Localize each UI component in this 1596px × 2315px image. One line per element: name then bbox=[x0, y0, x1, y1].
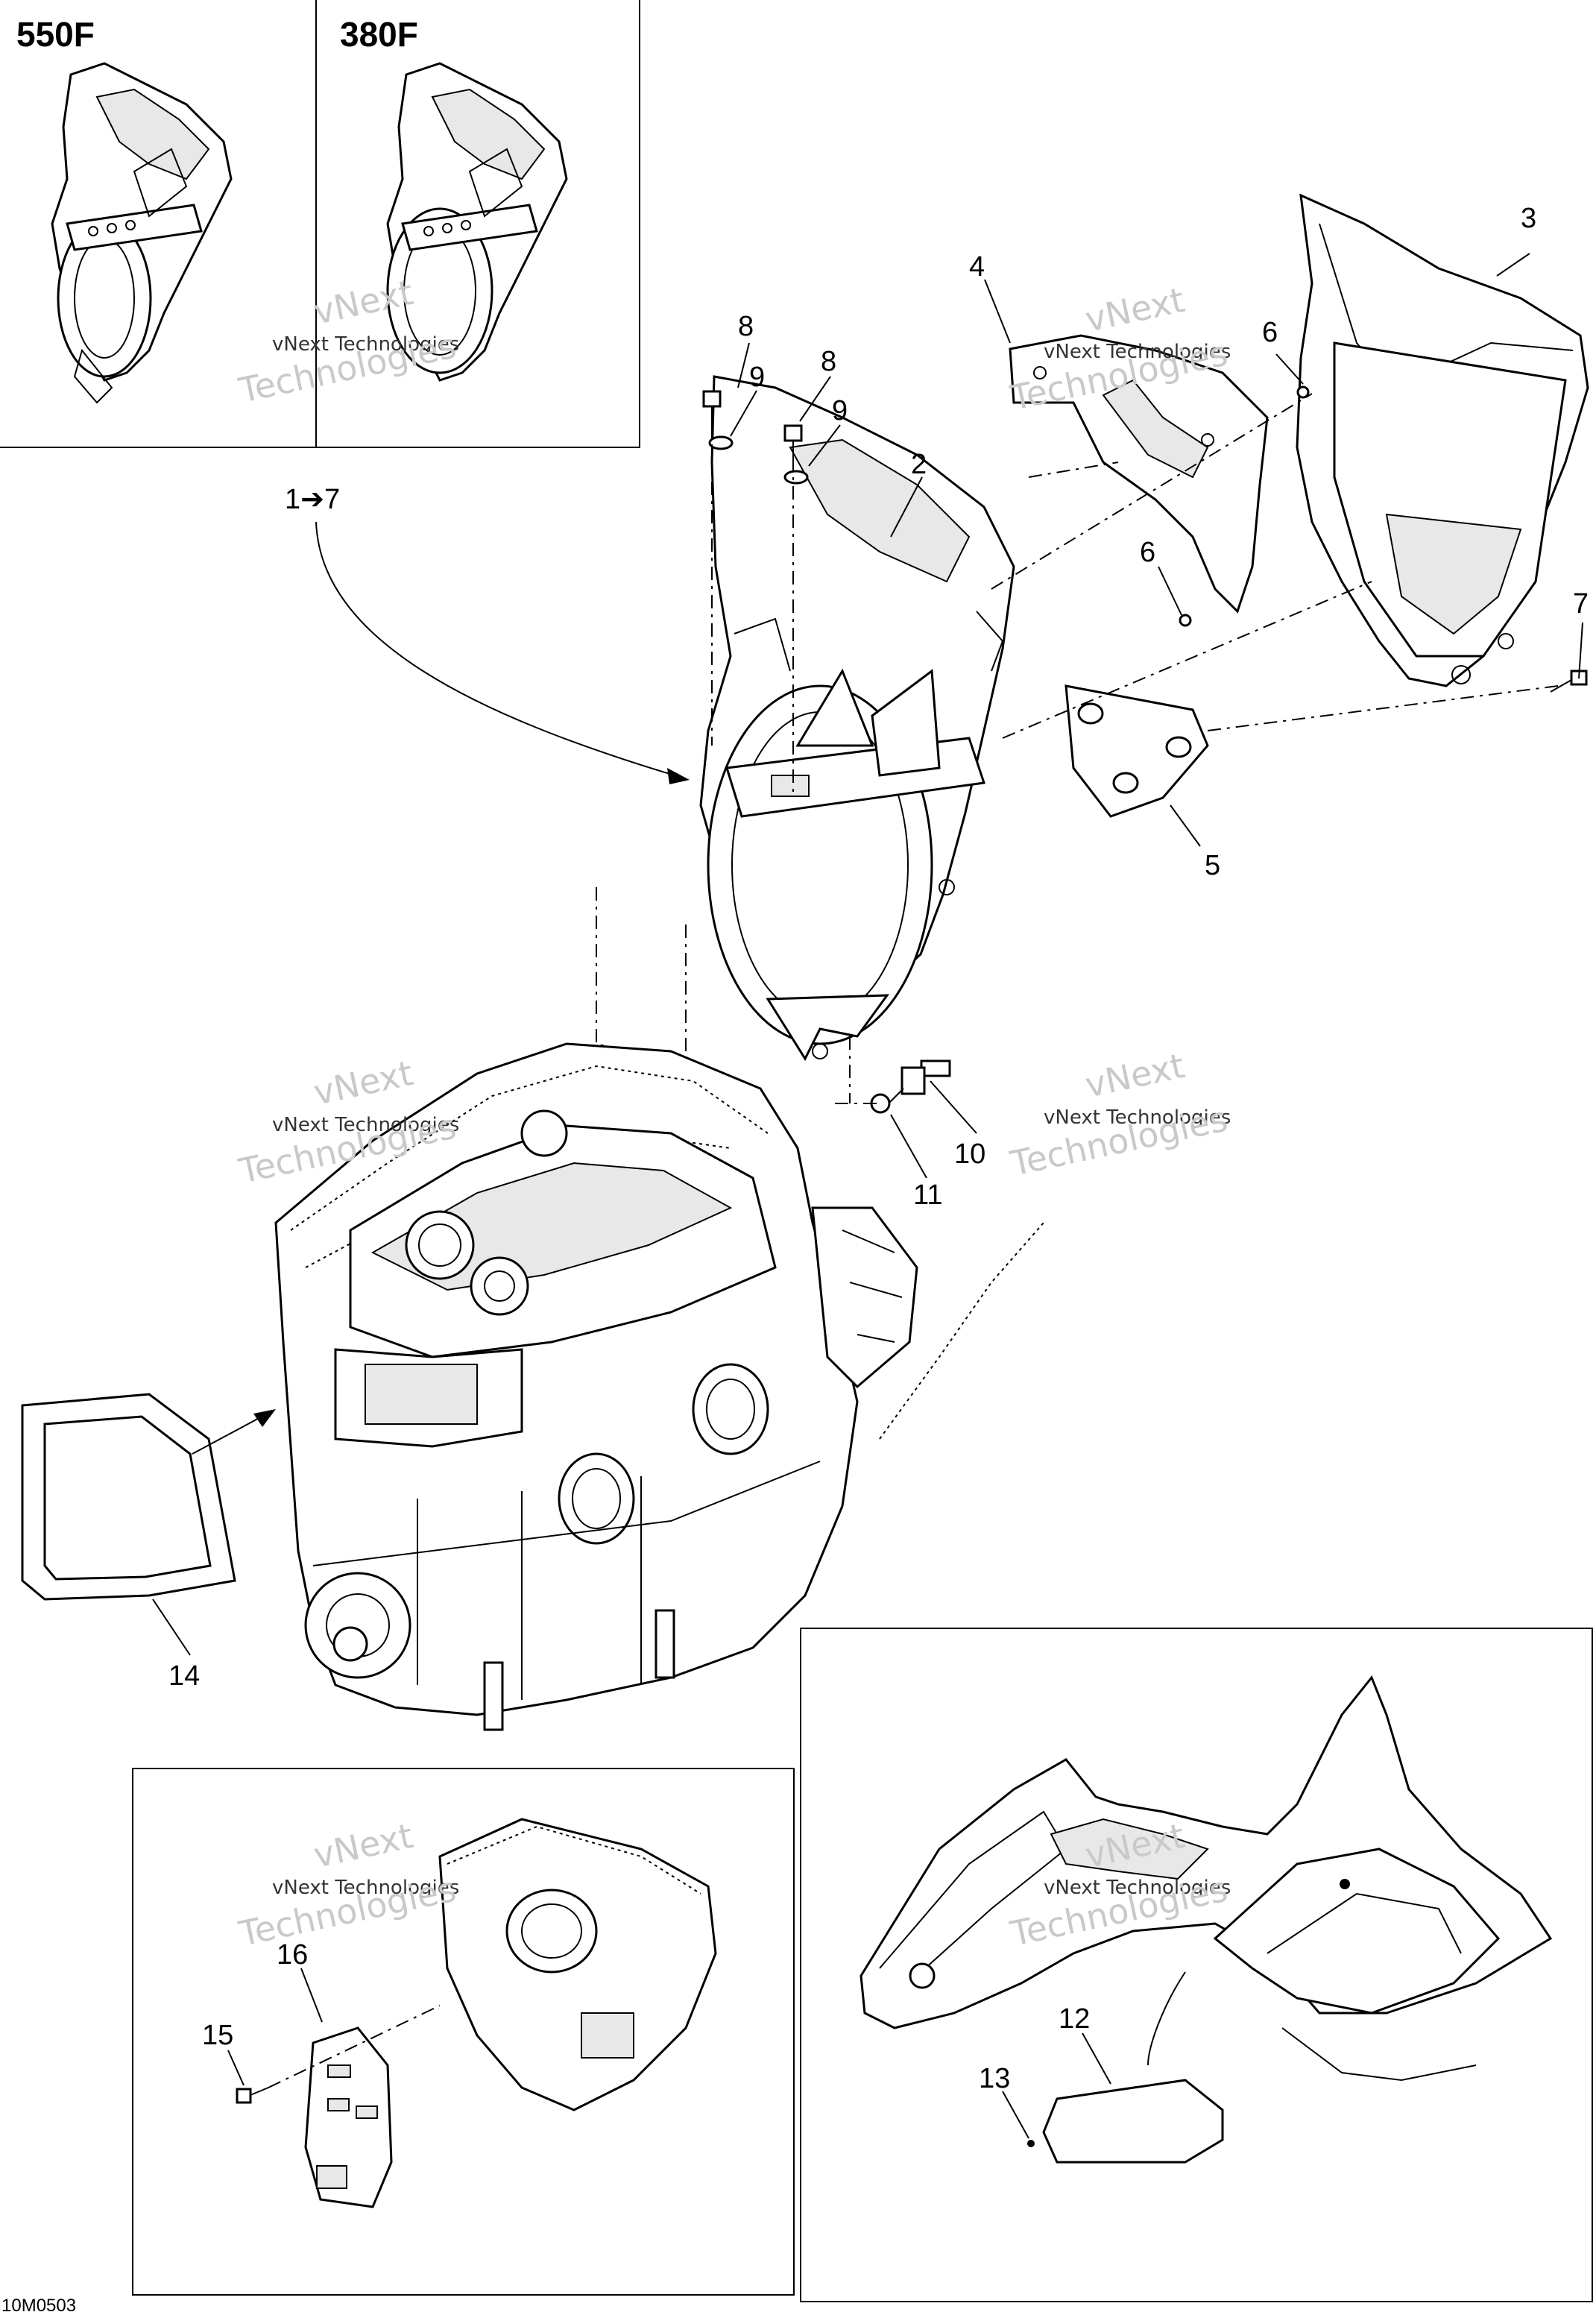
model-label-550f: 550F bbox=[16, 15, 95, 54]
callout-5: 5 bbox=[1205, 850, 1220, 881]
svg-text:vNext Technologies: vNext Technologies bbox=[1044, 1106, 1231, 1129]
callout-16: 16 bbox=[277, 1939, 308, 1971]
screw-part-15 bbox=[236, 2087, 269, 2104]
callout-leaders bbox=[152, 253, 1583, 2139]
callout-4: 4 bbox=[969, 251, 985, 283]
washer-part-9b bbox=[783, 470, 809, 485]
oil-reservoir-illustration bbox=[438, 1818, 717, 2111]
callout-6-top: 6 bbox=[1262, 317, 1278, 348]
drawing-code: 10M0503 bbox=[1, 2296, 76, 2315]
svg-text:vNext Technologies: vNext Technologies bbox=[272, 1114, 459, 1136]
svg-text:vNext: vNext bbox=[310, 1053, 417, 1113]
screw-part-13 bbox=[1027, 2140, 1035, 2147]
fan-housing-part-2 bbox=[699, 375, 1015, 1062]
callout-11: 11 bbox=[913, 1179, 942, 1211]
o-ring-part-6a bbox=[1296, 385, 1310, 399]
callout-9-right: 9 bbox=[832, 395, 848, 426]
apply-note-arrow bbox=[315, 521, 675, 776]
apply-note-arrowhead bbox=[667, 768, 690, 784]
callout-8-left: 8 bbox=[738, 311, 754, 342]
plate-part-5 bbox=[1064, 684, 1209, 818]
svg-text:vNext Technologies: vNext Technologies bbox=[1044, 1877, 1231, 1899]
guard-part-16 bbox=[304, 2026, 393, 2208]
watermark-5: vNext Technologies vNext Technologies bbox=[235, 1815, 459, 1954]
inset-frame-bottom-left bbox=[132, 1768, 795, 2296]
inset-frame-bottom-right bbox=[800, 1628, 1593, 2302]
callout-12: 12 bbox=[1059, 2003, 1090, 2035]
screw-part-7 bbox=[1550, 670, 1588, 693]
callout-15: 15 bbox=[202, 2020, 233, 2051]
svg-text:vNext Technologies: vNext Technologies bbox=[272, 333, 459, 356]
watermark-4: vNext Technologies vNext Technologies bbox=[1006, 1045, 1231, 1184]
apply-note: 1➔7 bbox=[285, 484, 340, 515]
screw-part-8a bbox=[702, 390, 722, 425]
window-part-12 bbox=[1042, 2079, 1224, 2164]
model-label-380f: 380F bbox=[340, 15, 418, 54]
callout-2: 2 bbox=[911, 449, 927, 480]
callout-7: 7 bbox=[1573, 588, 1589, 620]
callout-10: 10 bbox=[954, 1138, 985, 1170]
callout-13: 13 bbox=[979, 2063, 1010, 2094]
gasket-arrowhead bbox=[253, 1409, 276, 1427]
bolt-part-10 bbox=[889, 1059, 951, 1103]
svg-text:vNext: vNext bbox=[310, 1815, 417, 1876]
engine-illustration bbox=[274, 1042, 918, 1731]
callout-6-middle: 6 bbox=[1140, 537, 1155, 568]
svg-text:vNext: vNext bbox=[1082, 1045, 1188, 1106]
gasket-arrow bbox=[192, 1414, 265, 1455]
callout-9-left: 9 bbox=[749, 362, 765, 393]
fan-housing-380f-illustration bbox=[386, 62, 568, 382]
callout-14: 14 bbox=[168, 1660, 200, 1692]
gasket-part-14 bbox=[21, 1393, 236, 1601]
hood-illustration bbox=[859, 1675, 1553, 2082]
washer-part-9a bbox=[708, 435, 734, 450]
callout-8-right: 8 bbox=[821, 346, 836, 377]
fan-housing-550f-illustration bbox=[51, 62, 233, 404]
svg-text:vNext Technologies: vNext Technologies bbox=[272, 1877, 459, 1899]
belt-guard-part-3 bbox=[1296, 193, 1589, 687]
svg-text:vNext: vNext bbox=[1082, 280, 1188, 340]
screw-part-8b bbox=[783, 424, 803, 458]
inset-frame-variants bbox=[0, 0, 640, 448]
o-ring-part-6b bbox=[1179, 614, 1192, 627]
alignment-line-guard bbox=[268, 2005, 441, 2088]
callout-3: 3 bbox=[1521, 203, 1536, 234]
cover-part-4 bbox=[1009, 334, 1269, 614]
hood-callout-curve bbox=[1147, 1971, 1186, 2066]
svg-text:vNext Technologies: vNext Technologies bbox=[1044, 341, 1231, 363]
